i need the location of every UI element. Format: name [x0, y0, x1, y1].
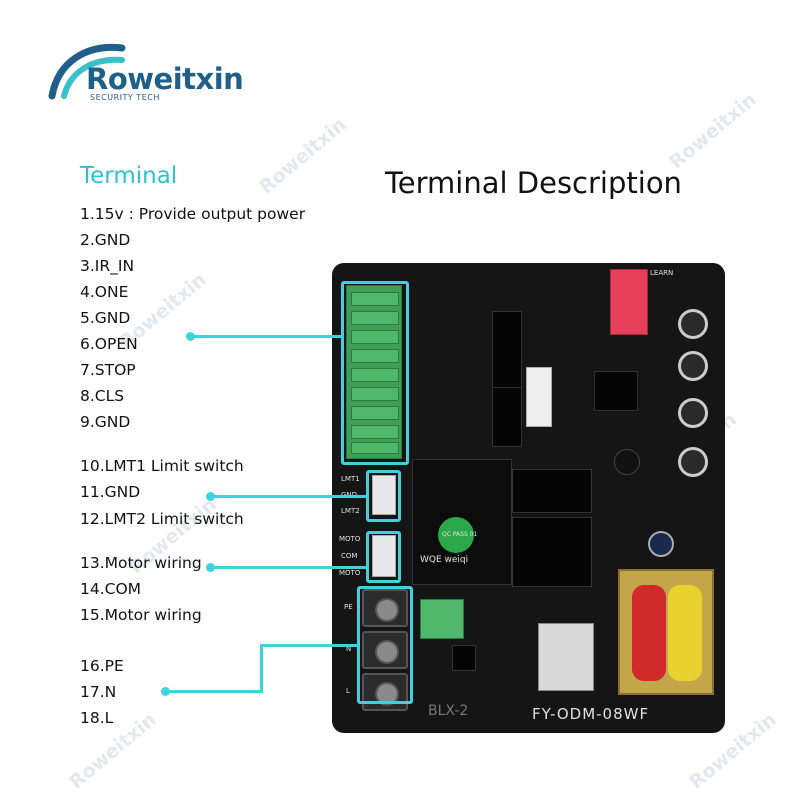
board-label: PE	[344, 603, 353, 611]
terminal-pin	[351, 406, 399, 420]
connector-line	[210, 495, 367, 498]
ic-chip	[594, 371, 638, 411]
board-label: LEARN	[650, 269, 674, 277]
terminal-item: 17.N	[80, 683, 117, 701]
board-footer-mark: BLX-2	[428, 703, 469, 719]
limit-connector	[372, 475, 396, 515]
terminal-item: 6.OPEN	[80, 335, 138, 353]
terminal-pin	[351, 442, 399, 454]
terminal-item: 16.PE	[80, 657, 124, 675]
board-label: COM	[341, 552, 358, 560]
board-model: FY-ODM-08WF	[532, 705, 650, 723]
connector-line	[260, 644, 263, 693]
terminal-pin	[351, 292, 399, 306]
board-label: MOTO	[339, 569, 361, 577]
adjust-knob-icon	[678, 351, 708, 381]
terminal-pin	[351, 368, 399, 382]
transformer-coil	[632, 585, 666, 681]
terminal-pin	[351, 425, 399, 439]
transformer	[618, 569, 714, 695]
slide-switch	[492, 387, 522, 447]
capacitor	[648, 531, 674, 557]
connector-line	[210, 566, 367, 569]
qc-badge-text: QC PASS 01	[442, 531, 478, 538]
adjust-knob-icon	[678, 398, 708, 428]
motor-highlight	[366, 531, 401, 583]
page-title: Terminal Description	[385, 166, 682, 200]
terminal-item: 4.ONE	[80, 283, 129, 301]
brand-logo-icon	[48, 43, 126, 100]
connector-line	[260, 644, 358, 647]
brand-tagline: SECURITY TECH	[90, 93, 160, 102]
connector-line	[165, 690, 262, 693]
buzzer	[614, 449, 640, 475]
screw-terminal	[362, 589, 408, 627]
terminal-item: 8.CLS	[80, 387, 125, 405]
terminal-item: 13.Motor wiring	[80, 554, 202, 572]
terminal-item: 3.IR_IN	[80, 257, 135, 275]
terminal-item: 7.STOP	[80, 361, 136, 379]
ic-chip	[452, 645, 476, 671]
board-label: MOTO	[339, 535, 361, 543]
terminal-item: 14.COM	[80, 580, 142, 598]
terminal-item: 1.15v : Provide output power	[80, 205, 306, 223]
terminal-block	[420, 599, 464, 639]
motor-connector	[372, 535, 396, 577]
power-highlight	[357, 586, 413, 704]
relay-brand: WQE weiqi	[420, 555, 469, 565]
adjust-knob-icon	[678, 447, 708, 477]
board-label: LMT2	[341, 507, 360, 515]
board-label: L	[346, 687, 350, 695]
terminal-item: 11.GND	[80, 483, 141, 501]
relay	[512, 469, 592, 513]
relay	[512, 517, 592, 587]
terminal-item: 5.GND	[80, 309, 131, 327]
terminal-item: 18.L	[80, 709, 114, 727]
terminal-pin	[351, 387, 399, 401]
watermark: Roweitxin	[665, 88, 761, 174]
heatsink	[538, 623, 594, 691]
terminal-highlight	[341, 281, 409, 465]
section-label: Terminal	[80, 163, 178, 189]
screw-terminal	[362, 631, 408, 669]
dip-switch	[610, 269, 648, 335]
circuit-board: LMT1 GND LMT2 MOTO COM MOTO PE N L LEARN…	[332, 263, 725, 733]
connector-line	[190, 335, 342, 338]
terminal-pin	[351, 349, 399, 363]
terminal-block	[346, 285, 402, 459]
board-label: LMT1	[341, 475, 360, 483]
screw-terminal	[362, 673, 408, 711]
adjust-knob-icon	[678, 309, 708, 339]
board-label: N	[346, 645, 352, 653]
terminal-pin	[351, 311, 399, 325]
terminal-item: 15.Motor wiring	[80, 606, 202, 624]
terminal-pin	[351, 330, 399, 344]
terminal-item: 2.GND	[80, 231, 131, 249]
terminal-item: 12.LMT2 Limit switch	[80, 510, 244, 528]
header-connector	[526, 367, 552, 427]
qc-badge	[438, 517, 474, 553]
transformer-coil	[668, 585, 702, 681]
limit-highlight	[366, 470, 401, 522]
terminal-item: 10.LMT1 Limit switch	[80, 457, 244, 475]
terminal-item: 9.GND	[80, 413, 131, 431]
slide-switch	[492, 311, 522, 391]
watermark: Roweitxin	[255, 113, 351, 199]
brand-name: Roweitxin	[86, 62, 244, 96]
